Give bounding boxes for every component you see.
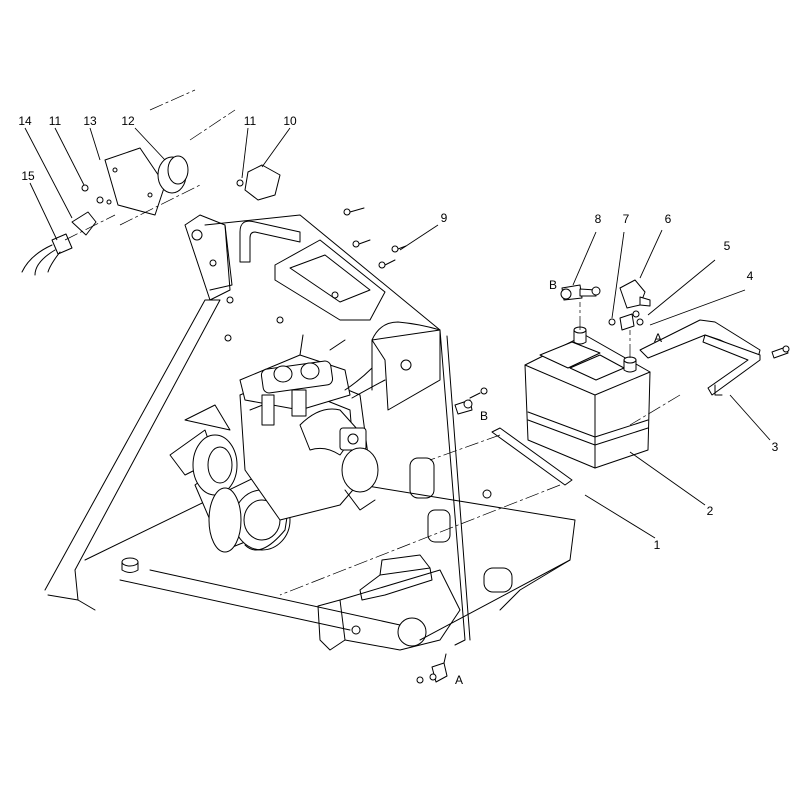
- callout-11-relay: 11: [244, 114, 257, 128]
- callout-11-meter: 11: [49, 114, 62, 128]
- callout-10: 10: [283, 114, 297, 128]
- callout-4: 4: [747, 269, 754, 283]
- callout-9: 9: [441, 211, 448, 225]
- callout-1: 1: [654, 538, 661, 552]
- ref-a-frame: A: [455, 673, 463, 687]
- callout-6: 6: [665, 212, 672, 226]
- callout-labels: 1 2 3 4 5 6 7 8 9 10 11 11 12 13 14 15 A…: [18, 114, 778, 687]
- callout-12: 12: [121, 114, 135, 128]
- callout-3: 3: [772, 440, 779, 454]
- callout-8: 8: [595, 212, 602, 226]
- callout-7: 7: [623, 212, 630, 226]
- callout-13: 13: [83, 114, 97, 128]
- callout-5: 5: [724, 239, 731, 253]
- hardware: [21, 89, 790, 684]
- engine-assembly: [169, 334, 386, 553]
- callout-15: 15: [21, 169, 35, 183]
- callout-14: 14: [18, 114, 32, 128]
- leader-lines: [24, 127, 771, 539]
- battery-assembly: [279, 302, 761, 596]
- ref-b-frame: B: [480, 409, 488, 423]
- callout-2: 2: [707, 504, 714, 518]
- ref-a-battery: A: [654, 331, 662, 345]
- ref-b-battery: B: [549, 278, 557, 292]
